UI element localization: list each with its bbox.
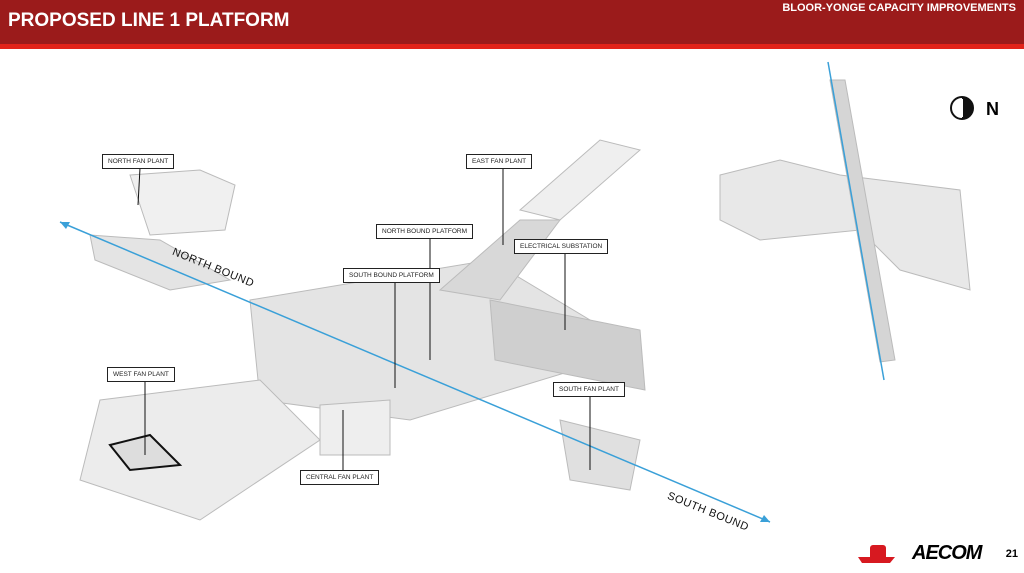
header-bar (0, 0, 1024, 44)
ttc-logo-icon (858, 545, 895, 563)
south-arrow-head (760, 515, 770, 522)
inset-plan (719, 159, 971, 291)
inset-track-line (827, 61, 885, 381)
north-building (129, 169, 236, 236)
label-west-fan-plant: WEST FAN PLANT (107, 367, 175, 382)
station-structures (79, 79, 971, 521)
north-arrow-head (60, 222, 70, 229)
label-north-bound-platform: NORTH BOUND PLATFORM (376, 224, 473, 239)
east-tunnel (518, 139, 642, 221)
label-electrical-substation: ELECTRICAL SUBSTATION (514, 239, 609, 254)
south-fan-structure (559, 419, 641, 491)
header-accent-strip (0, 44, 1024, 49)
central-fan-structure (319, 399, 391, 456)
label-south-fan-plant: SOUTH FAN PLANT (553, 382, 625, 397)
aecom-logo: AECOM (912, 542, 982, 564)
page-number: 21 (1005, 548, 1018, 560)
track-line (59, 221, 771, 523)
compass-label: N (986, 99, 999, 119)
north-compass-icon (950, 96, 974, 120)
slide-title: PROPOSED LINE 1 PLATFORM (8, 10, 290, 31)
substation-block (489, 299, 646, 391)
label-central-fan-plant: CENTRAL FAN PLANT (300, 470, 380, 485)
leader-lines (137, 167, 591, 471)
inset-platform (829, 79, 896, 363)
label-east-fan-plant: EAST FAN PLANT (466, 154, 533, 169)
project-subtitle: BLOOR-YONGE CAPACITY IMPROVEMENTS (782, 2, 1016, 14)
west-structures (79, 379, 321, 521)
label-south-bound-platform: SOUTH BOUND PLATFORM (343, 268, 440, 283)
label-north-fan-plant: NORTH FAN PLANT (102, 154, 175, 169)
